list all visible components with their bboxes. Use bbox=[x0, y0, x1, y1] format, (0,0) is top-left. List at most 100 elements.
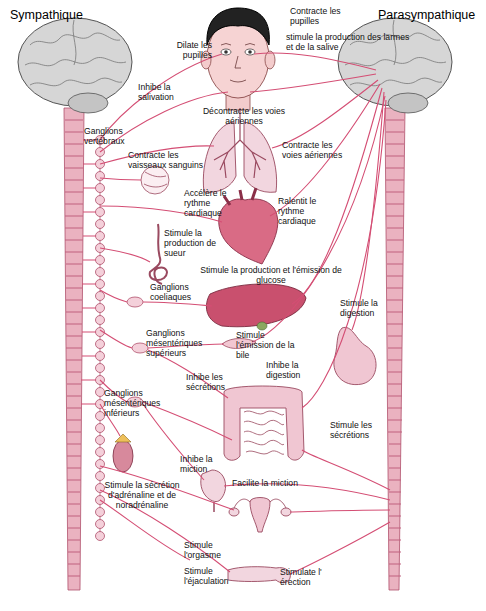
head bbox=[265, 51, 275, 69]
ganglion-label: Ganglions coeliaques bbox=[150, 282, 210, 302]
stomach bbox=[334, 327, 376, 384]
liver bbox=[257, 322, 267, 330]
sympathetic-nerve bbox=[100, 178, 141, 180]
effect-label: Stimule la production et l'émission de g… bbox=[196, 265, 346, 285]
parasympathetic-nerve bbox=[302, 450, 390, 490]
ganglion bbox=[132, 343, 148, 353]
blood-vessel bbox=[141, 166, 169, 194]
sympathetic-chain bbox=[96, 520, 105, 529]
effect-label: Stimule l'orgasme bbox=[184, 540, 238, 560]
parasympathetic-nerve bbox=[272, 80, 378, 148]
brain-gyri bbox=[30, 78, 122, 86]
parasympathetic-nerve bbox=[224, 53, 390, 574]
brain bbox=[18, 18, 452, 113]
sympathetic-chain bbox=[96, 412, 105, 421]
brain bbox=[388, 93, 428, 113]
stomach bbox=[334, 327, 376, 384]
sympathetic-chain bbox=[96, 532, 105, 541]
effect-label: Dilate les pupilles bbox=[158, 40, 212, 60]
effect-label: Inhibe la miction bbox=[180, 454, 228, 474]
brain bbox=[18, 18, 132, 106]
uterus bbox=[234, 499, 286, 508]
sympathetic-nerve bbox=[100, 330, 132, 348]
sympathetic-chain bbox=[96, 136, 105, 541]
sympathetic-chain bbox=[96, 256, 105, 265]
head bbox=[207, 8, 269, 45]
brain bbox=[338, 18, 452, 106]
ganglion-label: Ganglions vertébraux bbox=[84, 126, 140, 146]
ganglion bbox=[127, 297, 143, 307]
effect-label: Contracte les pupilles bbox=[290, 6, 352, 26]
cord-segments bbox=[386, 120, 404, 576]
effect-label: Stimulate l' érection bbox=[280, 567, 336, 587]
intestines bbox=[224, 386, 304, 460]
effect-label: Stimule la production de sueur bbox=[164, 228, 230, 258]
effect-label: Stimule l'éjaculation bbox=[184, 566, 238, 586]
head bbox=[224, 50, 228, 54]
head bbox=[221, 44, 255, 83]
cord-segments bbox=[65, 120, 83, 576]
effect-label: Contracte les vaisseaux sanguins bbox=[128, 150, 210, 170]
effect-label: Stimule la digestion bbox=[340, 298, 390, 318]
head bbox=[248, 50, 252, 54]
intestines bbox=[244, 411, 284, 454]
effect-label: Stimule la sécrétion d'adrénaline et de … bbox=[86, 480, 198, 510]
blood-vessel bbox=[144, 172, 167, 187]
effect-label: Facilite la miction bbox=[232, 478, 322, 488]
uterus bbox=[229, 498, 291, 533]
effect-label: Stimule l'émission de la bile bbox=[236, 330, 296, 360]
spinal-cord bbox=[64, 108, 84, 590]
spinal-cord bbox=[385, 108, 405, 590]
parasympathetic-nerve bbox=[290, 522, 390, 574]
sympathetic-chain bbox=[96, 172, 105, 181]
chain-connectors bbox=[81, 140, 96, 404]
parasympathetic-nerve bbox=[290, 510, 390, 512]
parasympathetic-nerve bbox=[250, 74, 376, 92]
sympathetic-chain bbox=[96, 304, 105, 313]
effect-label: Inhibe la salivation bbox=[138, 82, 198, 102]
sympathetic-nerve bbox=[143, 302, 212, 306]
head bbox=[221, 49, 231, 55]
heart bbox=[219, 188, 278, 264]
sympathetic-nerve bbox=[100, 290, 127, 302]
cord-segments bbox=[65, 120, 404, 576]
sympathetic-chain bbox=[96, 208, 105, 217]
brain-gyri bbox=[350, 78, 442, 86]
bladder bbox=[201, 470, 226, 502]
sympathetic-chain bbox=[96, 448, 105, 457]
effect-label: Contracte les voies aériennes bbox=[282, 140, 344, 160]
sympathetic-chain bbox=[96, 364, 105, 373]
kidney bbox=[115, 434, 131, 442]
chain-connectors bbox=[81, 140, 96, 404]
spinal-cord bbox=[64, 108, 405, 590]
liver bbox=[206, 284, 306, 327]
sympathetic-chain bbox=[96, 280, 105, 289]
sympathetic-chain bbox=[96, 268, 105, 277]
sympathetic-chain bbox=[96, 352, 105, 361]
sympathetic-chain bbox=[96, 316, 105, 325]
sympathetic-chain bbox=[96, 340, 105, 349]
ganglion-label: Ganglions mésentériques inférieurs bbox=[104, 388, 180, 418]
effect-label: Ralentit le rythme cardiaque bbox=[278, 196, 330, 226]
liver bbox=[206, 284, 306, 330]
sympathetic-chain bbox=[96, 292, 105, 301]
effect-label: Inhibe la digestion bbox=[266, 360, 324, 380]
brain bbox=[68, 93, 108, 113]
sympathetic-chain bbox=[96, 436, 105, 445]
blood-vessel bbox=[141, 166, 169, 194]
sympathetic-chain bbox=[96, 220, 105, 229]
sympathetic-chain bbox=[96, 472, 105, 481]
effect-label: Stimule les sécrétions bbox=[330, 420, 392, 440]
sympathetic-chain bbox=[96, 388, 105, 397]
sympathetic-chain bbox=[96, 508, 105, 517]
effect-label: Accélère le rythme cardiaque bbox=[184, 188, 240, 218]
sympathetic-chain bbox=[96, 424, 105, 433]
brain-gyri bbox=[73, 20, 76, 65]
intestines bbox=[224, 386, 304, 460]
system-heading: Parasympathique bbox=[378, 8, 486, 22]
sympathetic-nerve bbox=[100, 248, 150, 262]
head bbox=[245, 49, 255, 55]
sympathetic-chain bbox=[96, 196, 105, 205]
